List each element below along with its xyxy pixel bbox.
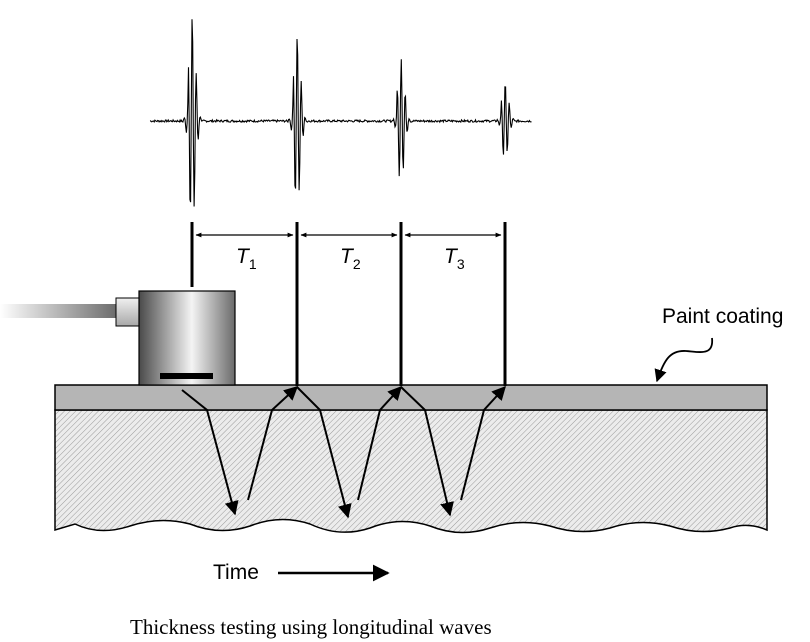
wave-path-up: [247, 386, 299, 501]
transducer-cable: [0, 304, 118, 318]
wave-path-up: [460, 385, 506, 501]
paint-coating-leader-arrow: [654, 337, 713, 383]
waveform-trace: [149, 19, 532, 207]
figure-caption: Thickness testing using longitudinal wav…: [130, 615, 492, 639]
transducer-element: [160, 373, 213, 379]
interval-label-t2: T2: [340, 245, 361, 272]
interval-label-t1: T1: [236, 245, 257, 272]
wave-paths: [181, 385, 506, 519]
interval-label-t3: T3: [444, 245, 465, 272]
wave-path-up: [357, 385, 402, 501]
paint-coating-label: Paint coating: [662, 305, 783, 328]
transducer-connector: [115, 297, 141, 327]
substrate-material: [54, 409, 768, 534]
echo-marker-lines: [190, 222, 507, 386]
wave-path-down: [181, 389, 239, 516]
wave-path-down: [400, 386, 454, 517]
transducer-body: [138, 290, 236, 386]
echo-waveform: [149, 19, 532, 207]
time-label: Time: [213, 561, 259, 584]
wave-path-down: [296, 386, 352, 519]
